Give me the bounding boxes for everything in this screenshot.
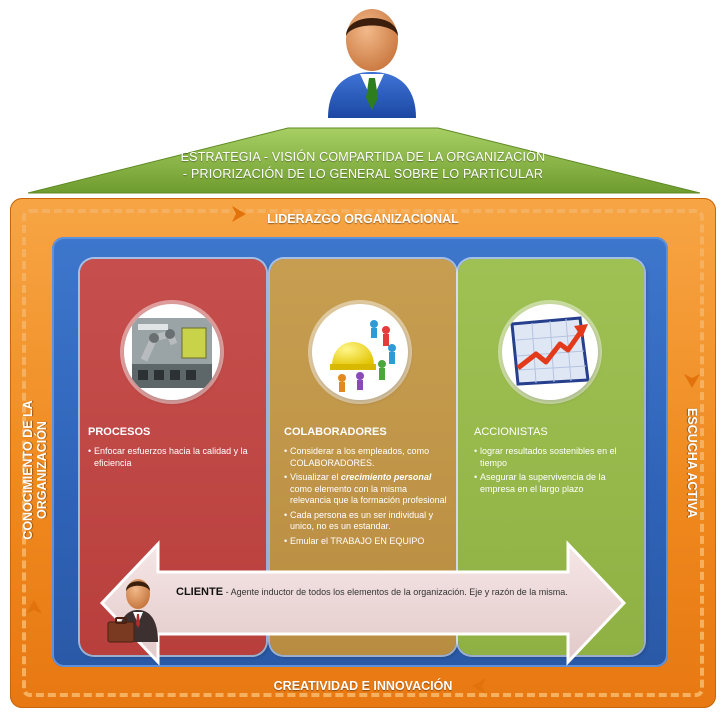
businessman-icon bbox=[107, 579, 158, 643]
frame-left-label: CONOCIMIENTO DE LA ORGANIZACIÓN bbox=[21, 400, 49, 540]
frame-right-label: ESCUCHA ACTIVA bbox=[685, 408, 699, 518]
colaboradores-bullet: Considerar a los empleados, como COLABOR… bbox=[284, 446, 448, 469]
colaboradores-bullet: Emular el TRABAJO EN EQUIPO bbox=[284, 536, 448, 548]
frame-top-label: LIDERAZGO ORGANIZACIONAL bbox=[267, 212, 459, 226]
colaboradores-title: COLABORADORES bbox=[284, 426, 387, 438]
procesos-bullet: Enfocar esfuerzos hacia la calidad y la … bbox=[88, 446, 260, 469]
roof bbox=[27, 9, 701, 194]
team-people-icon bbox=[312, 304, 408, 400]
accionistas-bullets: lograr resultados sostenibles en el tiem… bbox=[474, 446, 638, 498]
cliente-separator: - bbox=[223, 587, 231, 597]
accionistas-title: ACCIONISTAS bbox=[474, 426, 548, 438]
manager-figure-icon bbox=[328, 9, 416, 118]
colaboradores-bullet: Visualizar el crecimiento personal como … bbox=[284, 472, 448, 507]
procesos-bullets: Enfocar esfuerzos hacia la calidad y la … bbox=[88, 446, 260, 472]
procesos-title: PROCESOS bbox=[88, 426, 151, 438]
accionistas-bullet: Asegurar la supervivencia de la empresa … bbox=[474, 472, 638, 495]
bullet-text: Visualizar el bbox=[290, 472, 341, 482]
cliente-double-arrow bbox=[99, 540, 627, 666]
colaboradores-bullet: Cada persona es un ser individual y unic… bbox=[284, 510, 448, 533]
accionistas-bullet: lograr resultados sostenibles en el tiem… bbox=[474, 446, 638, 469]
colaboradores-bullets: Considerar a los empleados, como COLABOR… bbox=[284, 446, 448, 550]
frame-dashed-path bbox=[22, 209, 704, 697]
growth-chart-icon bbox=[502, 304, 598, 400]
robot-factory-icon bbox=[124, 304, 220, 400]
bullet-text: como elemento con la misma relevancia qu… bbox=[290, 483, 447, 506]
roof-strategy-line: ESTRATEGIA - VISIÓN COMPARTIDA DE LA ORG… bbox=[180, 150, 546, 164]
cliente-description: CLIENTE - Agente inductor de todos los e… bbox=[176, 586, 586, 598]
frame-bottom-label: CREATIVIDAD E INNOVACIÓN bbox=[273, 679, 453, 693]
bullet-emphasis: crecimiento personal bbox=[340, 472, 432, 482]
cliente-text: Agente inductor de todos los elementos d… bbox=[230, 587, 568, 597]
roof-priority-line: - PRIORIZACIÓN DE LO GENERAL SOBRE LO PA… bbox=[182, 167, 544, 181]
cliente-label: CLIENTE bbox=[176, 586, 224, 598]
